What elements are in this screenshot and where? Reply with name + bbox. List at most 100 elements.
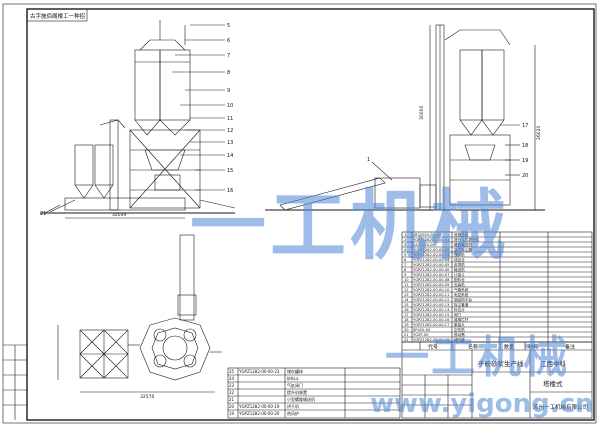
bom-upper-code: YGPZ1282-00-00-14 — [413, 308, 450, 312]
bom-upper-no: 8 — [404, 268, 407, 272]
dim-front-width: 32039 — [112, 212, 126, 218]
bom-upper-code: YGPZ1282-00-00-09 — [413, 283, 450, 287]
bom-upper-code: YGPZ1282-00-00-08 — [413, 278, 450, 282]
bom-upper-no: 15 — [404, 303, 409, 307]
bom-upper-no: 17 — [404, 313, 409, 317]
bom-upper-no: 20 — [404, 328, 409, 332]
callout-13: 13 — [227, 140, 233, 146]
side-elevation-view: 30000 26020 1 17 18 19 20 — [265, 24, 545, 211]
callout-21: 21 — [40, 211, 46, 217]
watermark-secondary: 一工机械 — [385, 332, 569, 383]
region-label: 江西中科 — [540, 359, 567, 368]
bom-lower-no: 24 — [229, 376, 235, 381]
bom-lower-no: 25 — [229, 369, 235, 374]
bom-upper-code: YGPZ1282-00-00-01 — [413, 238, 449, 242]
bom-lower-table: 25 YGPZ1282-00-00-23 储存罐体 24 砂料斗 23 气缸阀门… — [227, 367, 401, 419]
bom-upper-code: LR32020-00-00 — [413, 233, 441, 237]
bom-upper-name: 空压机 — [454, 327, 465, 332]
bom-lower-code: YGPZ1282-00-00-23 — [238, 369, 280, 374]
col-name-header: 名称 — [468, 344, 478, 351]
callout-5: 5 — [227, 23, 230, 29]
bom-upper-code: YGPZ1282-00-00-03 — [413, 253, 449, 257]
bom-upper-no: 19 — [404, 323, 409, 327]
bom-upper-name: 料位计 — [454, 307, 465, 312]
bom-lower-name: 气缸阀门 — [287, 382, 303, 388]
bom-upper-no: 11 — [404, 283, 409, 287]
bom-lower-name: 烘干机 — [287, 403, 299, 409]
callout-16: 16 — [227, 188, 233, 194]
bom-upper-code: SP420-00 — [413, 328, 431, 332]
bom-upper-no: 10 — [404, 278, 409, 282]
bom-upper-name: 成品仓 — [454, 257, 465, 262]
product-name: 干粉砂浆生产线 — [478, 359, 524, 368]
col-code-header: 代号 — [428, 344, 438, 351]
bom-upper-code: YGPZ1282-00-00-16 — [413, 318, 450, 322]
bom-upper-code: LA32020-00 — [413, 243, 436, 247]
callout-11: 11 — [227, 116, 233, 122]
bom-upper-no: 6 — [404, 258, 407, 262]
bom-lower-no: 20 — [229, 404, 235, 409]
bom-upper-name: 配料仓 — [454, 277, 465, 282]
bom-upper-name: 底座总成 — [454, 232, 469, 237]
bom-upper-code: YGPZ1282-00-00-07 — [413, 273, 449, 277]
bom-upper-code: YGPZ1282-00-00-18 — [413, 338, 450, 342]
bom-upper-name: 提升斗式提升机 — [454, 237, 480, 242]
callout-17: 17 — [522, 123, 528, 129]
bom-upper-name: 袋式除尘器 — [454, 247, 472, 252]
callout-6: 6 — [227, 38, 230, 44]
bom-upper-code: YGPZ1282-00-00-06 — [413, 268, 450, 272]
dim-side-height-2: 26020 — [536, 126, 542, 140]
bom-upper-no: 14 — [404, 298, 409, 302]
bom-upper-code: YGPZ1282-00-00-10 — [413, 288, 450, 292]
bom-upper-name: 计量斗 — [454, 272, 465, 277]
bom-lower-no: 23 — [229, 383, 235, 388]
bom-lower-name: 小型螺旋输送机 — [287, 396, 315, 402]
bom-upper-name: 气路系统 — [454, 287, 469, 292]
bom-upper-no: 1 — [404, 233, 406, 237]
bom-lower-code: YGPZ1282-00-00-19 — [238, 404, 280, 409]
bom-lower-no: 22 — [229, 390, 235, 395]
bom-upper-no: 21 — [404, 333, 409, 337]
bom-lower-no: 19 — [229, 411, 235, 416]
title-block: 代号 名称 数量 材料 备注 干粉砂浆生产线 江西中科 塔楼式 苏州一工机械有限… — [401, 341, 593, 419]
dim-side-height: 30000 — [419, 106, 425, 120]
bom-upper-name: 散装头 — [454, 322, 465, 327]
callout-20: 20 — [522, 173, 528, 179]
bom-upper-name: 输送机 — [454, 267, 465, 272]
left-binding-strip — [3, 344, 27, 420]
corner-title: 古字施佰阁楼工一种招 — [30, 12, 86, 20]
bom-upper-name: 楼梯栏杆 — [454, 317, 469, 322]
bom-lower-code: YGPZ1282-00-00-20 — [238, 411, 280, 416]
bom-upper-no: 22 — [404, 338, 409, 342]
bom-upper-name: 皮带机 — [454, 262, 465, 267]
bom-upper-no: 13 — [404, 293, 409, 297]
bom-lower-name: 提升机装置 — [287, 389, 307, 395]
bom-upper-name: 螺旋输送机 — [454, 242, 472, 247]
bom-upper-code: YGPZ1282-00-00-11 — [413, 293, 449, 297]
bom-upper-code: YGPZ1282-00-00-17 — [413, 323, 449, 327]
model-label: 塔楼式 — [543, 379, 563, 388]
callout-12: 12 — [227, 128, 233, 134]
col-qty-header: 数量 — [504, 344, 514, 351]
callout-1: 1 — [367, 157, 370, 163]
bom-upper-no: 18 — [404, 318, 409, 322]
watermark-url: www.yigong.cn — [370, 389, 594, 419]
bom-upper-name: 振动筛 — [454, 332, 465, 337]
callout-18: 18 — [522, 143, 528, 149]
bom-upper-no: 3 — [404, 243, 406, 247]
company-name: 苏州一工机械有限公司 — [533, 403, 588, 411]
bom-upper-code: YGPZ1282-00-00-12 — [413, 298, 449, 302]
callout-7: 7 — [227, 53, 230, 59]
bom-lower-no: 21 — [229, 397, 235, 402]
bom-upper-name: 除尘管道 — [454, 302, 469, 307]
bom-upper-code: YGPZ1282-00-00-13 — [413, 303, 449, 307]
bom-upper-no: 7 — [404, 263, 406, 267]
bom-lower-name: 热风炉 — [287, 410, 299, 416]
callout-10: 10 — [227, 103, 233, 109]
callout-9: 9 — [227, 88, 230, 94]
callout-15: 15 — [227, 168, 233, 174]
col-material-header: 材料 — [528, 344, 538, 351]
bom-upper-no: 9 — [404, 273, 407, 277]
